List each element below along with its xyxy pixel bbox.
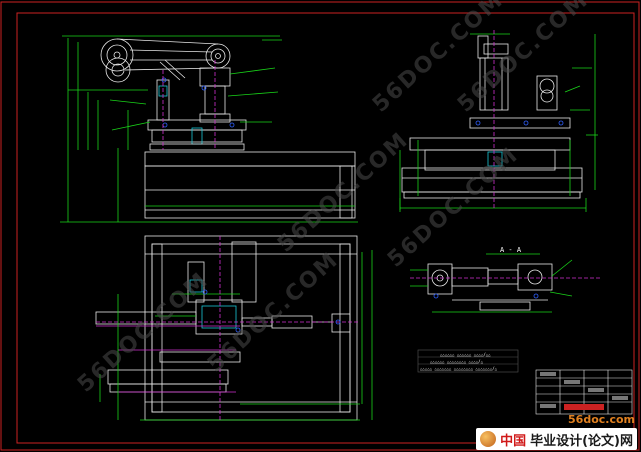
section-a-a-view — [410, 253, 600, 313]
section-label: A - A — [500, 246, 522, 254]
title-block — [535, 369, 633, 415]
technical-note-line: △△△△△△ △△△△△△△△ △△△△/△ — [430, 359, 483, 364]
technical-notes — [417, 349, 519, 373]
brand-site: 56doc.com — [568, 413, 635, 426]
brand-cn-main: 毕业设计(论文)网 — [530, 433, 633, 449]
technical-note-line: △△△△△ △△△△△△△ △△△△△△△△ △△△△△△△/△ — [420, 366, 498, 371]
side-view — [399, 30, 598, 212]
front-view — [60, 35, 358, 223]
drawing-frame-inner — [16, 12, 635, 444]
brand-badge: 中国 毕业设计(论文)网 — [476, 428, 637, 450]
brand-cn-prefix: 中国 — [500, 433, 527, 449]
technical-note-line: △△△△△△ △△△△△△ △△△△/△△ — [440, 352, 491, 357]
brand-logo-icon — [480, 431, 497, 447]
plan-view — [95, 235, 373, 421]
